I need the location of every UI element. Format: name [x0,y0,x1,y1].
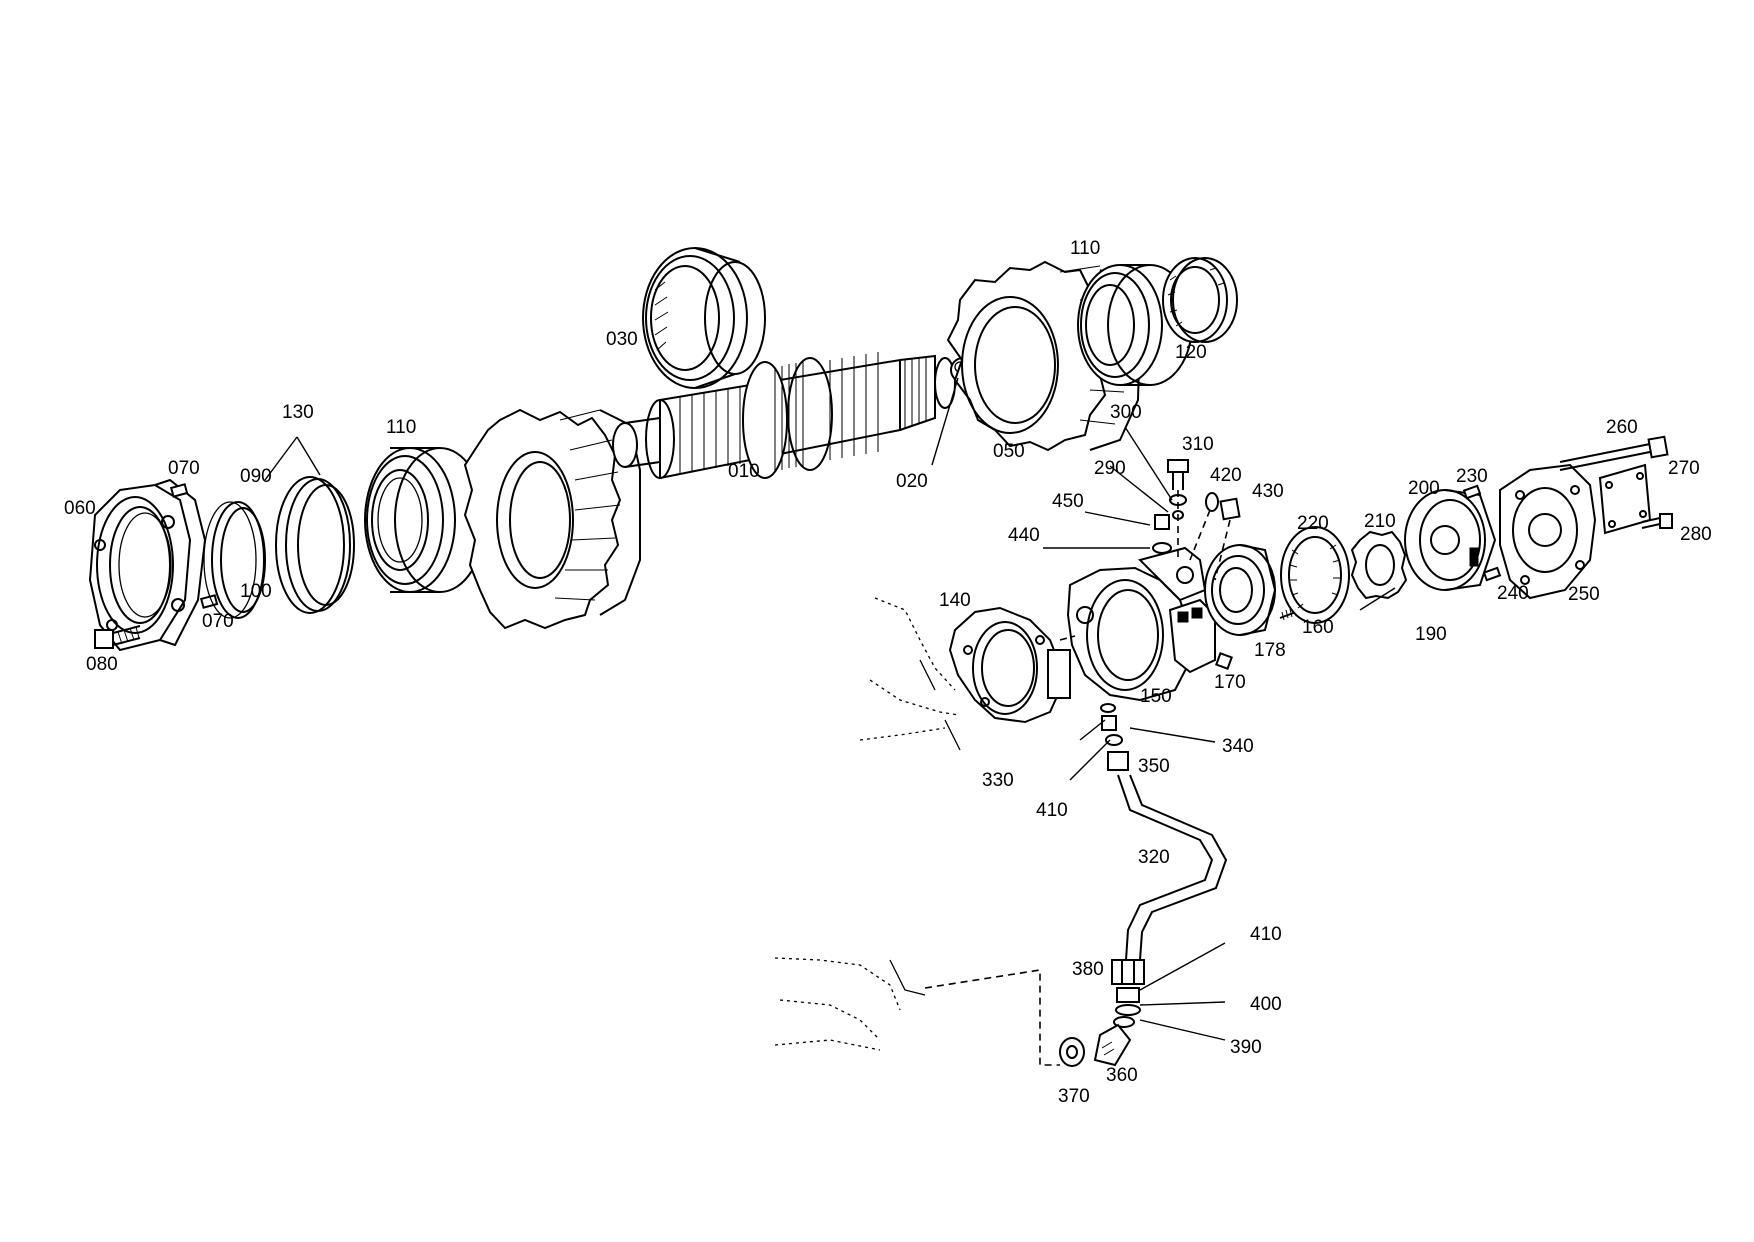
callout-360: 360 [1106,1065,1138,1086]
callout-130: 130 [282,402,314,423]
callout-430: 430 [1252,481,1284,502]
callout-250: 250 [1568,584,1600,605]
callout-380: 380 [1072,959,1104,980]
callout-labels: 010 020 030 050 060 070 070 080 090 100 … [64,238,1712,1107]
callout-110-left: 110 [386,417,416,438]
seal-rings-390-400-410 [1113,987,1141,1028]
callout-070-lower: 070 [202,611,234,632]
callout-140: 140 [939,590,971,611]
washer-370 [1059,1037,1085,1067]
main-shaft-010 [612,352,956,480]
callout-310: 310 [1182,434,1214,455]
callout-370: 370 [1058,1086,1090,1107]
gasket-plate-270 [1598,463,1652,535]
callout-030: 030 [606,329,638,350]
leader-lines [264,377,1396,1041]
callout-450: 450 [1052,491,1084,512]
callout-050: 050 [993,441,1025,462]
adapter-plate-140 [948,606,1071,724]
callout-080: 080 [86,654,118,675]
bearing-cage-120 [1162,257,1238,343]
plug-420-430 [1205,492,1241,521]
oil-pump-rotor-178 [1204,544,1277,636]
bolt-310 [1167,459,1189,490]
oil-pipe-320 [1117,774,1228,961]
callout-410-upper: 410 [1036,800,1068,821]
callout-350: 350 [1138,756,1170,777]
callout-070-upper: 070 [168,458,200,479]
callout-010: 010 [728,461,760,482]
callout-260: 260 [1606,417,1638,438]
callout-220: 220 [1297,513,1329,534]
callout-210: 210 [1364,511,1396,532]
housing-reference-outline-lower [774,957,926,1051]
callout-240: 240 [1497,583,1529,604]
assembly-dashed-lines [924,490,1231,1066]
callout-320: 320 [1138,847,1170,868]
pin-240 [1482,566,1502,582]
spur-gear-left [463,408,641,630]
callout-270: 270 [1668,458,1700,479]
fittings-330-350 [1100,703,1129,771]
callout-020: 020 [896,471,928,492]
callout-120: 120 [1175,342,1207,363]
callout-230: 230 [1456,466,1488,487]
callout-440: 440 [1008,525,1040,546]
callout-178: 178 [1254,640,1286,661]
ball-bearing-110-right [1077,264,1193,386]
callout-390: 390 [1230,1037,1262,1058]
callout-060: 060 [64,498,96,519]
pin-230 [1462,484,1482,500]
bolt-080 [94,625,141,649]
callout-330: 330 [982,770,1014,791]
cover-housing-060 [88,478,207,652]
bearing-race-130 [275,476,355,614]
callout-160: 160 [1302,617,1334,638]
callout-190: 190 [1415,624,1447,645]
callout-280: 280 [1680,524,1712,545]
pump-housing-150 [1066,546,1216,702]
callout-340: 340 [1222,736,1254,757]
union-nut-380 [1111,959,1145,985]
plug-450 [1154,514,1170,530]
callout-420: 420 [1210,465,1242,486]
long-bolt-260 [1559,435,1669,471]
callout-090: 090 [240,466,272,487]
callout-410-lower: 410 [1250,924,1282,945]
callout-110-right: 110 [1070,238,1100,259]
shim-ring-090-100 [203,501,266,619]
callout-170: 170 [1214,672,1246,693]
bolt-280 [1641,513,1673,529]
needle-bearing-030 [642,247,766,389]
callout-200: 200 [1408,478,1440,499]
housing-reference-outline-upper [859,597,961,751]
callout-300: 300 [1110,402,1142,423]
ring-gear-220 [1280,526,1350,624]
end-cover-250 [1499,463,1597,600]
washer-440 [1152,542,1172,554]
plug-170 [1215,652,1233,670]
callout-400: 400 [1250,994,1282,1015]
elbow-360 [1093,1023,1132,1067]
callout-290: 290 [1094,458,1126,479]
pump-cover-200 [1404,489,1497,591]
dowel-pin-070-upper [169,483,189,498]
callout-150: 150 [1140,686,1172,707]
pinion-gear-210 [1350,530,1408,600]
callout-100: 100 [240,581,272,602]
